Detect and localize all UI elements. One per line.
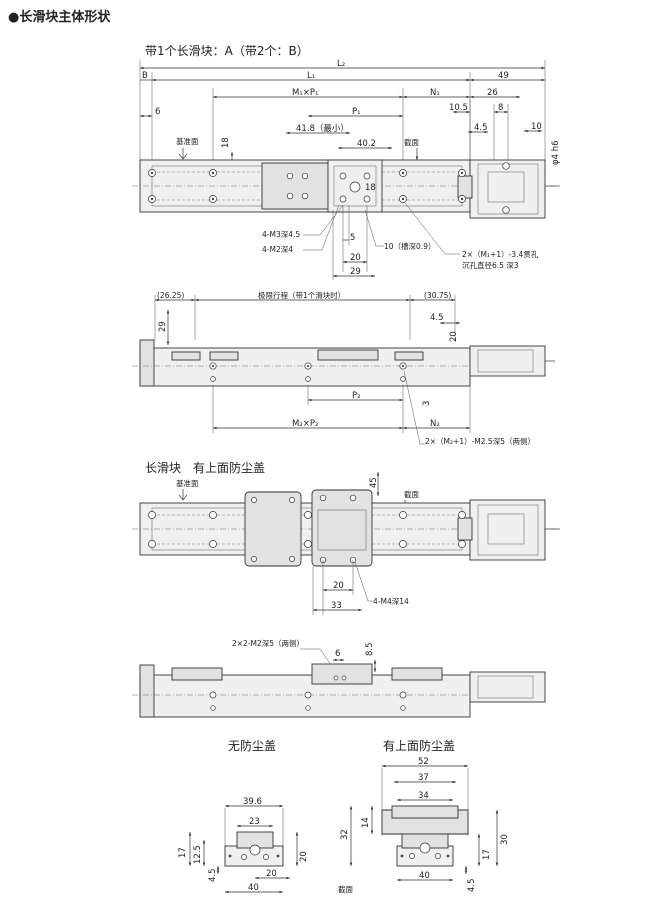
dim-20-v3: 20: [333, 581, 344, 591]
dim-4-5-side: 4.5: [430, 313, 444, 323]
dim-29-side: 29: [158, 321, 168, 332]
view4-slider: [311, 663, 373, 685]
dim-40-v6: 40: [419, 871, 430, 881]
dim-10-5: 10.5: [449, 103, 468, 113]
dim-26-25: (26.25): [157, 291, 184, 300]
dim-12-5: 12.5: [193, 845, 203, 864]
dim-20-v5-right: 20: [299, 851, 309, 862]
dim-6-v4: 6: [335, 649, 340, 659]
dim-52: 52: [418, 757, 429, 767]
dim-30-v6: 30: [500, 834, 510, 845]
dim-33: 33: [331, 601, 342, 611]
dim-49: 49: [498, 71, 509, 81]
label-counterbore: 沉孔直径6.5 深3: [462, 260, 519, 270]
view3-cover-right: [311, 489, 373, 567]
dim-L1: L₁: [307, 71, 315, 81]
dim-3: 3: [422, 401, 432, 406]
dim-N2: N₂: [430, 419, 440, 429]
dim-M2xP2: M₂×P₂: [292, 419, 318, 429]
dim-39-6: 39.6: [243, 797, 262, 807]
view5-title: 无防尘盖: [228, 738, 276, 753]
dim-17-v6: 17: [482, 849, 492, 860]
view6-end-view-cover: 有上面防尘盖 52 37 34 32 14 30 17 4.5 40 截面: [338, 738, 510, 894]
dim-20: 20: [350, 253, 361, 263]
view3-datum-label: 基准面: [176, 478, 199, 488]
dim-17-v5: 17: [178, 847, 188, 858]
dim-26: 26: [487, 88, 498, 98]
dim-23: 23: [249, 817, 260, 827]
dim-6: 6: [155, 107, 160, 117]
dim-45: 45: [369, 477, 379, 488]
label-groove: 10（槽深0.9）: [384, 241, 435, 251]
dim-L2: L₂: [337, 59, 345, 69]
dim-41-8: 41.8（最小）: [296, 123, 349, 134]
dim-5: 5: [350, 233, 355, 243]
dim-20-side: 20: [449, 331, 459, 342]
label-4-m2: 4-M2深4: [262, 245, 293, 254]
label-2x2-m2: 2×2-M2深5（两侧）: [232, 638, 304, 648]
dim-32: 32: [340, 829, 350, 840]
dim-40-2: 40.2: [357, 139, 376, 149]
dim-37: 37: [418, 773, 429, 783]
dim-B: B: [142, 71, 148, 81]
dim-29: 29: [350, 267, 361, 277]
view2-side-view: (26.25) 极限行程（带1个滑块时） (30.75) 29 4.5 20: [132, 290, 555, 446]
dim-10: 10: [531, 122, 542, 132]
label-4-m3: 4-M3深4.5: [262, 230, 300, 239]
view3-cover-left: [244, 491, 302, 567]
dim-N1: N₁: [430, 88, 440, 98]
dim-4-5: 4.5: [474, 123, 488, 133]
dim-8-5: 8.5: [365, 642, 375, 656]
view3-title: 长滑块 有上面防尘盖: [145, 460, 265, 475]
view3-motor-end: [469, 499, 546, 561]
view1-section-label: 截面: [404, 137, 419, 147]
dim-14: 14: [361, 817, 371, 828]
dim-4-5-v5: 4.5: [208, 868, 218, 882]
view4-motor-end: [469, 671, 546, 703]
view1-datum-label: 基准面: [176, 136, 199, 146]
label-through-holes: 2×（M₁+1）-3.4贯孔: [462, 250, 539, 259]
dim-P2: P₂: [352, 391, 361, 401]
dim-phi4-h6: φ4 h6: [551, 140, 561, 165]
view3-top-view-cover: 长滑块 有上面防尘盖 基准面 截面 45: [132, 460, 560, 615]
dim-30-75: (30.75): [424, 291, 451, 300]
dim-40-v5: 40: [248, 883, 259, 893]
dim-34: 34: [418, 791, 429, 801]
view6-section-label: 截面: [338, 884, 353, 894]
view1-slider: [261, 162, 329, 210]
dim-4-5-v6: 4.5: [467, 878, 477, 892]
dim-18-left: 18: [221, 137, 231, 148]
view5-end-view: 无防尘盖 39.6 23 17 12.5 4.5 20 20 40: [178, 738, 309, 894]
view1-title: 带1个长滑块：A（带2个：B）: [145, 44, 309, 58]
view2-motor-end: [469, 345, 546, 377]
dim-P1: P₁: [352, 107, 361, 117]
dim-20b-v5: 20: [266, 869, 277, 879]
dim-18-slider: 18: [365, 183, 376, 193]
dim-stroke: 极限行程（带1个滑块时）: [258, 290, 345, 300]
view1-top-view: 带1个长滑块：A（带2个：B） L₂ B L₁ 49 M₁×P₁ N₁ 26 1…: [132, 44, 561, 280]
label-4-m4: 4-M4深14: [373, 597, 409, 606]
label-m2-5-holes: 2×（M₂+1）-M2.5深5（两侧）: [425, 436, 535, 446]
dim-8: 8: [498, 103, 503, 113]
view3-section-label: 截面: [404, 489, 419, 499]
page-heading: ●长滑块主体形状: [8, 9, 111, 25]
view4-side-view-cover: 2×2-M2深5（两侧） 6 8.5: [132, 638, 546, 718]
view6-title: 有上面防尘盖: [383, 738, 455, 753]
dim-M1xP1: M₁×P₁: [292, 88, 318, 98]
